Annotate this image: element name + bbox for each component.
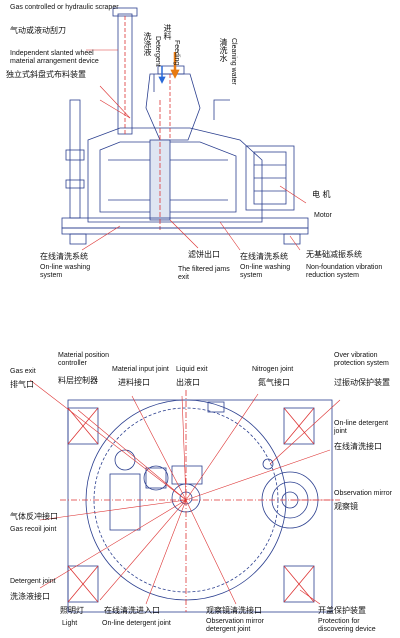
label-online-det-bottom-cn: 在线清洗进入口 — [104, 606, 160, 615]
housing — [87, 127, 263, 223]
side-section-view — [61, 7, 309, 251]
label-feeding-cn: 进料 — [163, 24, 172, 40]
plan-base — [67, 399, 333, 613]
label-detergent-cn: 洗涤液 — [143, 32, 152, 56]
feed-hopper — [145, 73, 201, 141]
label-over-vib-cn: 过振动保护装置 — [334, 378, 390, 387]
label-light-en: Light — [62, 620, 78, 627]
corner-pad-tr — [283, 407, 315, 445]
label-online-wash-left-cn: 在线清洗系统 — [40, 252, 88, 261]
label-obs-det-en: Observation mirror detergent joint — [206, 618, 264, 633]
motor-housing — [245, 145, 295, 211]
label-protect-en: Protection for discovering device — [318, 618, 376, 633]
corner-pad-br — [283, 565, 315, 603]
base-frame — [61, 217, 309, 229]
label-over-vib-en: Over vibration protection system — [334, 352, 389, 367]
label-online-wash-mid-cn: 在线清洗系统 — [240, 252, 288, 261]
label-gas-exit-en: Gas exit — [10, 368, 36, 375]
left-column — [69, 99, 81, 219]
label-nonfound-cn: 无基础减振系统 — [306, 250, 362, 259]
label-gas-exit-cn: 排气口 — [10, 380, 34, 389]
label-obs-mirror-cn: 观察镜 — [334, 502, 358, 511]
label-gas-scraper-en: Gas controlled or hydraulic scraper — [10, 4, 119, 11]
label-feeding-en: Feeding — [173, 40, 180, 66]
label-nonfound-en: Non-foundation vibration reduction syste… — [306, 264, 383, 279]
label-protect-cn: 开盖保护装置 — [318, 606, 366, 615]
label-filter-exit-cn: 滤饼出口 — [188, 250, 220, 259]
label-det-joint-cn: 洗涤液接口 — [10, 592, 50, 601]
label-online-wash-mid-en: On-line washing system — [240, 264, 291, 279]
label-online-wash-left-en: On-line washing system — [40, 264, 91, 279]
label-filter-exit-en: The filtered jams exit — [178, 266, 230, 281]
label-cleaning-water-en: Cleaning water — [230, 38, 237, 85]
label-det-joint-en: Detergent joint — [10, 578, 56, 585]
label-gas-recoil-en: Gas recoil joint — [10, 526, 57, 533]
label-mat-input-cn: 进料接口 — [118, 378, 150, 387]
plan-view — [29, 379, 341, 613]
label-cleaning-water-cn: 清洗水 — [219, 38, 228, 62]
label-nitrogen-en: Nitrogen joint — [252, 366, 294, 373]
basket — [99, 141, 237, 213]
label-nitrogen-cn: 氮气接口 — [258, 378, 290, 387]
label-mat-pos-cn: 料层控制器 — [58, 376, 98, 385]
label-liquid-exit-en: Liquid exit — [176, 366, 208, 373]
label-motor-cn: 电 机 — [312, 190, 331, 199]
label-motor-en: Motor — [314, 212, 332, 219]
label-gas-recoil-cn: 气体反冲接口 — [10, 512, 58, 521]
label-wheel-en: Independent slanted wheel material arran… — [10, 50, 99, 65]
corner-pad-bl — [67, 565, 99, 603]
label-wheel-cn: 独立式斜盘式布料装置 — [6, 70, 86, 79]
label-mat-pos-en: Material position controller — [58, 352, 109, 367]
label-obs-det-cn: 观察镜清洗接口 — [206, 606, 262, 615]
label-obs-mirror-en: Observation mirror — [334, 490, 392, 497]
label-online-det-right-cn: 在线清洗接口 — [334, 442, 382, 451]
label-online-det-right-en: On-line detergent joint — [334, 420, 389, 435]
label-mat-input-en: Material input joint — [112, 366, 169, 373]
corner-pad-tl — [67, 407, 99, 445]
label-gas-scraper-cn: 气动或液动刮刀 — [10, 26, 66, 35]
label-online-det-bottom-en: On-line detergent joint — [102, 620, 171, 627]
label-detergent-en: Detergent — [154, 36, 161, 67]
label-light-cn: 照明灯 — [60, 606, 84, 615]
label-liquid-exit-cn: 出液口 — [176, 378, 200, 387]
